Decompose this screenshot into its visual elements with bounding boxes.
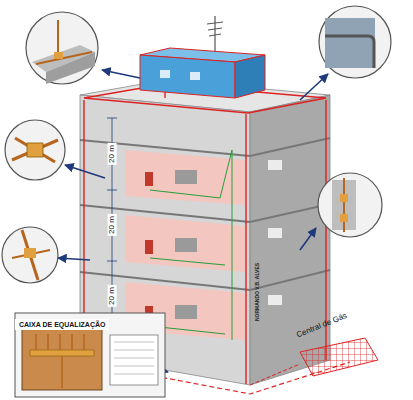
dimension-label: 20 m [108, 214, 117, 236]
inset-box: CAIXA DE EQUALIZAÇÃO [15, 313, 165, 397]
inset-heading: CAIXA DE EQUALIZAÇÃO [15, 319, 109, 330]
dimension-label: 20 m [108, 143, 117, 165]
dimension-label: 20 m [108, 285, 117, 307]
author-watermark: NORMANDO V.B. ALVES [255, 263, 261, 321]
